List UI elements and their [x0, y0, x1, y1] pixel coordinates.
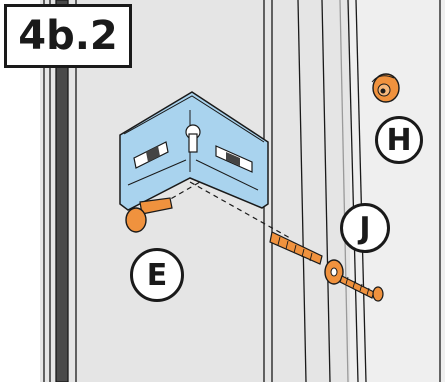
callout-e: E: [130, 248, 184, 302]
part-h-grommet: [371, 73, 400, 103]
side-panel: [350, 0, 445, 382]
callout-h: H: [375, 116, 423, 164]
corner-bracket: [119, 91, 269, 211]
part-j-anchor: [269, 231, 384, 302]
callout-j: J: [340, 203, 390, 253]
step-number: 4b.2: [4, 4, 132, 68]
part-e-rivet: [125, 197, 173, 233]
